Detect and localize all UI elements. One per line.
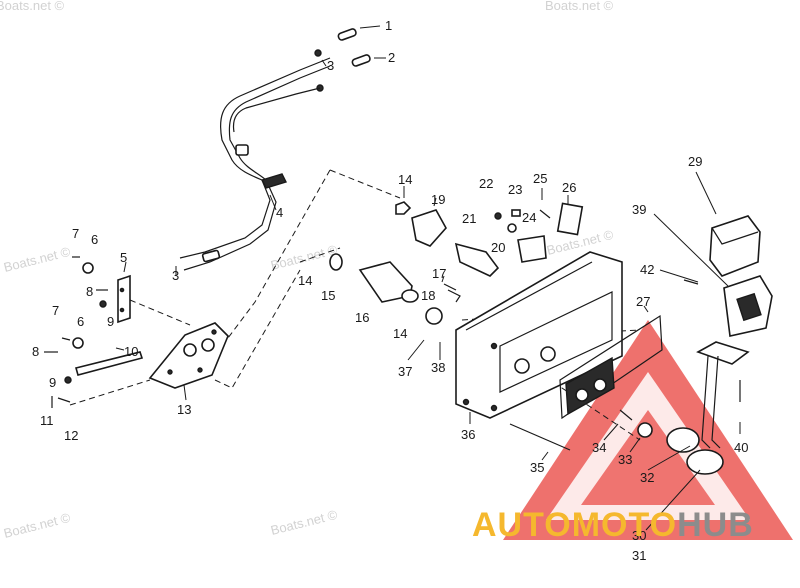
- callout-19: 19: [431, 192, 445, 207]
- watermark: Boats.net ©: [269, 507, 339, 538]
- callout-7: 7: [52, 303, 59, 318]
- watermark: Boats.net ©: [545, 227, 615, 258]
- callout-37: 37: [398, 364, 412, 379]
- watermark: Boats.net ©: [545, 0, 614, 13]
- control-box-36: [455, 251, 623, 419]
- callout-10: 10: [124, 344, 138, 359]
- callout-33: 33: [618, 452, 632, 467]
- callout-25: 25: [533, 171, 547, 186]
- brand-part-moto: MOTO: [572, 506, 677, 544]
- watermark: Boats.net ©: [0, 0, 65, 13]
- brand-part-hub: HUB: [677, 506, 754, 544]
- callout-14: 14: [393, 326, 407, 341]
- cable-ends: [314, 28, 371, 92]
- callout-14: 14: [298, 273, 312, 288]
- callout-40: 40: [734, 440, 748, 455]
- callout-6: 6: [77, 314, 84, 329]
- brand-wordmark: AUTOMOTOHUB: [472, 506, 754, 544]
- bracket-13: [148, 322, 229, 389]
- callout-3: 3: [327, 58, 334, 73]
- callout-6: 6: [91, 232, 98, 247]
- callout-12: 12: [64, 428, 78, 443]
- callout-labels: 1 2 3 3 4 5 6 6 7 7 8 8 9 9 10 11 12 13 …: [32, 18, 748, 563]
- triangle-core: [581, 410, 715, 505]
- callout-22: 22: [479, 176, 493, 191]
- callout-5: 5: [120, 250, 127, 265]
- callout-23: 23: [508, 182, 522, 197]
- linkage-parts: [44, 256, 144, 408]
- callout-35: 35: [530, 460, 544, 475]
- callout-15: 15: [321, 288, 335, 303]
- watermark: Boats.net ©: [2, 510, 72, 541]
- callout-29: 29: [688, 154, 702, 169]
- callout-39: 39: [632, 202, 646, 217]
- callout-3: 3: [172, 268, 179, 283]
- watermark: Boats.net ©: [2, 244, 72, 275]
- lever-assembly: [509, 341, 750, 475]
- callout-38: 38: [431, 360, 445, 375]
- callout-1: 1: [385, 18, 392, 33]
- control-cables: [179, 57, 331, 271]
- small-parts: [443, 202, 584, 303]
- switch-assembly: [683, 215, 773, 337]
- callout-13: 13: [177, 402, 191, 417]
- callout-17: 17: [432, 266, 446, 281]
- callout-21: 21: [462, 211, 476, 226]
- callout-24: 24: [522, 210, 536, 225]
- callout-8: 8: [32, 344, 39, 359]
- callout-27: 27: [636, 294, 650, 309]
- callout-2: 2: [388, 50, 395, 65]
- brand-part-auto: AUTO: [472, 506, 572, 544]
- callout-34: 34: [592, 440, 606, 455]
- gasket-27: [559, 314, 663, 420]
- callout-31: 31: [632, 548, 646, 563]
- callout-26: 26: [562, 180, 576, 195]
- callout-14: 14: [398, 172, 412, 187]
- callout-16: 16: [355, 310, 369, 325]
- callout-20: 20: [491, 240, 505, 255]
- callout-9: 9: [107, 314, 114, 329]
- callout-4: 4: [276, 205, 283, 220]
- callout-42: 42: [640, 262, 654, 277]
- callout-36: 36: [461, 427, 475, 442]
- watermark: Boats.net ©: [269, 242, 339, 273]
- shift-parts: [329, 201, 500, 325]
- callout-32: 32: [640, 470, 654, 485]
- callout-30: 30: [632, 528, 646, 543]
- callout-8: 8: [86, 284, 93, 299]
- callout-11: 11: [40, 413, 54, 428]
- leader-lines: [115, 25, 741, 531]
- callout-18: 18: [421, 288, 435, 303]
- svg-text:AUTOMOTOHUB: AUTOMOTOHUB: [472, 506, 754, 544]
- callout-9: 9: [49, 375, 56, 390]
- callout-7: 7: [72, 226, 79, 241]
